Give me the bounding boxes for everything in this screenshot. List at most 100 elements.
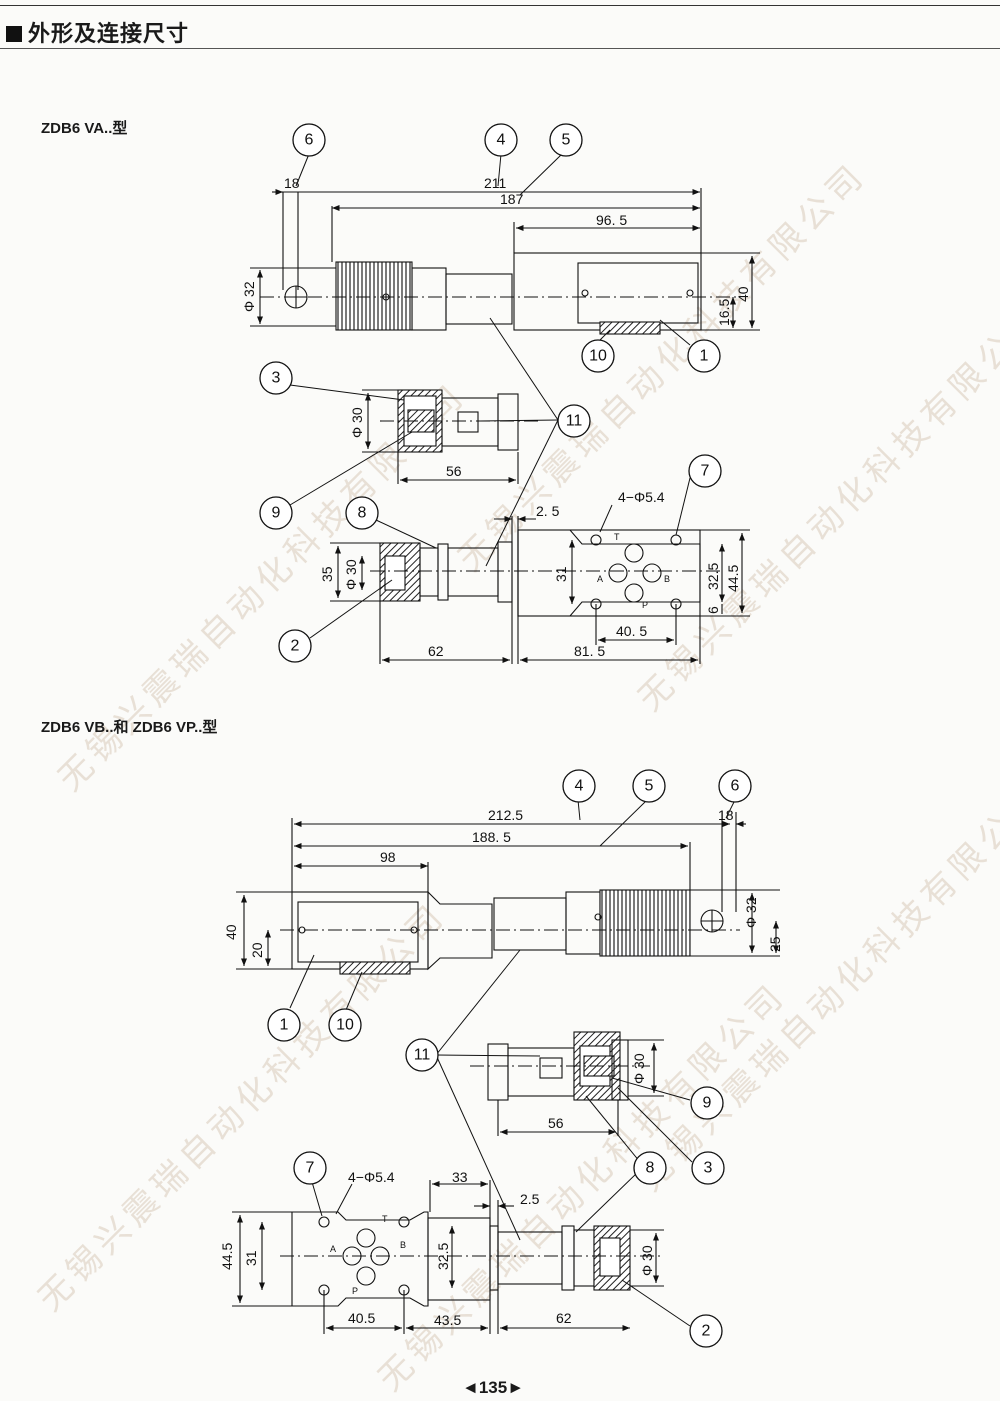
dim-31: 31 (553, 566, 569, 582)
callout-8 (345, 496, 379, 530)
port-A: A (597, 574, 603, 584)
callout-4 (484, 123, 518, 157)
page-number: ◄135► (462, 1378, 525, 1397)
dim-6: 6 (705, 606, 721, 614)
callout-number: 1 (280, 1017, 289, 1034)
callout-2 (278, 629, 312, 663)
dim-20: 20 (249, 942, 265, 958)
callout-1 (267, 1008, 301, 1042)
dim-16-5: 16.5 (716, 299, 732, 326)
port-A: A (330, 1244, 336, 1254)
dim-187: 187 (500, 191, 524, 207)
vb-bottom-view (280, 1211, 660, 1307)
vb-side-view (280, 889, 740, 975)
callout-8 (633, 1151, 667, 1185)
dim-33: 33 (452, 1169, 468, 1185)
top-rule (0, 5, 1000, 6)
dim-44-5: 44.5 (725, 565, 741, 592)
dim-40: 40 (223, 924, 239, 940)
callout-number: 1 (700, 348, 709, 365)
dim-18: 18 (284, 175, 300, 191)
dim-32-5: 32.5 (705, 563, 721, 590)
dim-188-5: 188. 5 (472, 829, 511, 845)
dim-43-5: 43.5 (434, 1312, 461, 1328)
callout-number: 9 (272, 505, 281, 522)
va-side-view (260, 252, 740, 335)
dim-2-5: 2.5 (520, 1191, 540, 1207)
callout-number: 2 (291, 638, 300, 655)
dim-62: 62 (556, 1310, 572, 1326)
callout-number: 11 (414, 1047, 431, 1064)
dim-40-5: 40. 5 (616, 623, 647, 639)
dim-96-5: 96. 5 (596, 212, 627, 228)
callout-10 (581, 339, 615, 373)
port-B: B (400, 1240, 406, 1250)
dim-holes: 4−Φ5.4 (348, 1169, 395, 1185)
port-B: B (664, 574, 670, 584)
callout-2 (689, 1314, 723, 1348)
callout-number: 6 (305, 132, 314, 149)
callout-1 (687, 339, 721, 373)
dim-40-5: 40.5 (348, 1310, 375, 1326)
callout-6 (718, 769, 752, 803)
callout-number: 3 (704, 1160, 713, 1177)
callout-number: 4 (497, 132, 506, 149)
callout-number: 5 (562, 132, 571, 149)
callout-number: 2 (702, 1323, 711, 1340)
callout-number: 10 (336, 1017, 354, 1034)
dim-holes: 4−Φ5.4 (618, 489, 665, 505)
dim-phi30: Φ 30 (349, 407, 365, 438)
dim-32-5: 32.5 (435, 1243, 451, 1270)
callout-number: 3 (272, 370, 281, 387)
dim-phi30: Φ 30 (631, 1053, 647, 1084)
dim-56: 56 (548, 1115, 564, 1131)
dim-211: 211 (484, 175, 507, 191)
dim-56: 56 (446, 463, 462, 479)
callout-3 (259, 361, 293, 395)
callout-5 (632, 769, 666, 803)
port-T: T (614, 532, 620, 542)
dim-2-5: 2. 5 (536, 503, 560, 519)
dim-212-5: 212.5 (488, 807, 523, 823)
callout-9 (259, 496, 293, 530)
dim-phi32: Φ 32 (743, 897, 759, 928)
callout-number: 6 (731, 778, 740, 795)
dim-98: 98 (380, 849, 396, 865)
section-title-va: ZDB6 VA..型 (41, 120, 128, 137)
callout-7 (688, 454, 722, 488)
callout-number: 8 (646, 1160, 655, 1177)
callout-number: 10 (589, 348, 607, 365)
vb-cross-section (470, 1031, 650, 1101)
dim-81-5: 81. 5 (574, 643, 605, 659)
callout-number: 8 (358, 505, 367, 522)
dim-phi30: Φ 30 (639, 1245, 655, 1276)
dim-44-5: 44.5 (219, 1243, 235, 1270)
dim-35: 35 (319, 566, 335, 582)
callout-11 (557, 404, 591, 438)
callout-number: 5 (645, 778, 654, 795)
va-bottom-view (370, 529, 720, 617)
callout-6 (292, 123, 326, 157)
callout-number: 7 (701, 463, 710, 480)
callout-number: 9 (703, 1095, 712, 1112)
va-cross-section (380, 389, 540, 453)
page-title: 外形及连接尺寸 (28, 21, 190, 46)
port-P: P (642, 600, 648, 610)
dim-62: 62 (428, 643, 444, 659)
dim-25: 25 (767, 936, 783, 952)
port-T: T (382, 1214, 388, 1224)
dim-40: 40 (735, 286, 751, 302)
section-title-vb-vp: ZDB6 VB..和 ZDB6 VP..型 (41, 719, 218, 736)
callout-9 (690, 1086, 724, 1120)
callout-11 (405, 1038, 439, 1072)
callout-5 (549, 123, 583, 157)
header-rule (0, 48, 1000, 49)
dim-phi30: Φ 30 (343, 559, 359, 590)
callout-4 (562, 769, 596, 803)
callout-7 (293, 1151, 327, 1185)
page-header: 外形及连接尺寸 (6, 16, 189, 48)
callout-10 (328, 1008, 362, 1042)
callout-number: 7 (306, 1160, 315, 1177)
callout-number: 4 (575, 778, 584, 795)
dim-phi32: Φ 32 (241, 281, 257, 312)
